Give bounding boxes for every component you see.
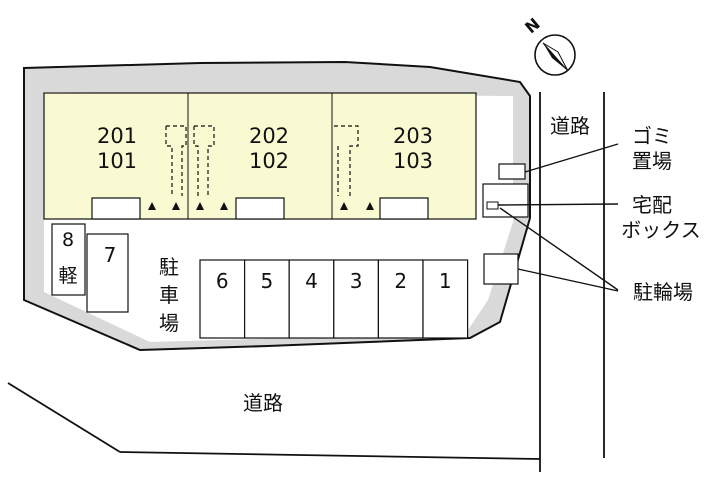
road-edge-south xyxy=(119,451,541,460)
parking-space xyxy=(422,259,469,339)
leader-lines xyxy=(497,143,619,292)
unit-number-upper: 203 xyxy=(393,124,433,148)
parking-label-char: 駐 xyxy=(159,255,179,279)
parking-label-char: 場 xyxy=(159,311,179,335)
road-edge-south xyxy=(7,382,121,453)
parking-space-number: 4 xyxy=(305,269,318,293)
delivery-box-label: ボックス xyxy=(621,218,700,242)
stair-outline xyxy=(193,125,215,196)
road-label-south: 道路 xyxy=(243,391,283,415)
compass-icon: N xyxy=(521,14,576,76)
parking-label-char: 車 xyxy=(159,283,179,307)
unit-number-lower: 101 xyxy=(97,149,137,173)
parking-space-number: 1 xyxy=(439,269,452,293)
parking-space-number: 2 xyxy=(394,269,407,293)
parking-number-7: 7 xyxy=(104,243,117,267)
delivery-box-label: 宅配 xyxy=(632,193,672,217)
parking-space xyxy=(199,259,246,339)
garbage-label: ゴミ xyxy=(632,124,672,148)
bicycle-parking-label: 駐輪場 xyxy=(633,280,693,304)
entrance-box xyxy=(91,197,141,220)
parking-space xyxy=(333,259,379,339)
unit-number-upper: 201 xyxy=(97,124,137,148)
garbage-area-box xyxy=(498,163,526,180)
parking-spaces: 6 5 4 3 2 1 xyxy=(199,259,469,339)
unit-number-lower: 103 xyxy=(393,149,433,173)
parking-space-number: 6 xyxy=(216,269,229,293)
garbage-label: 置場 xyxy=(632,149,672,173)
unit-number-lower: 102 xyxy=(249,149,289,173)
parking-kei-label: 軽 xyxy=(58,265,77,287)
entrance-box xyxy=(379,197,429,220)
delivery-box-icon xyxy=(486,201,499,210)
parking-space-number: 3 xyxy=(350,269,363,293)
unit-number-upper: 202 xyxy=(249,124,289,148)
stair-outline xyxy=(334,125,359,196)
compass-north-label: N xyxy=(521,14,543,37)
entrance-markers xyxy=(148,202,374,210)
entrance-box xyxy=(235,197,285,220)
parking-space-small xyxy=(51,223,86,296)
parking-space-7 xyxy=(86,233,129,313)
bicycle-parking-box xyxy=(483,253,519,285)
parking-space-number: 5 xyxy=(261,269,274,293)
road-label-east: 道路 xyxy=(550,114,590,138)
stair-outline xyxy=(165,125,187,196)
parking-number-small: 8 xyxy=(62,229,74,251)
